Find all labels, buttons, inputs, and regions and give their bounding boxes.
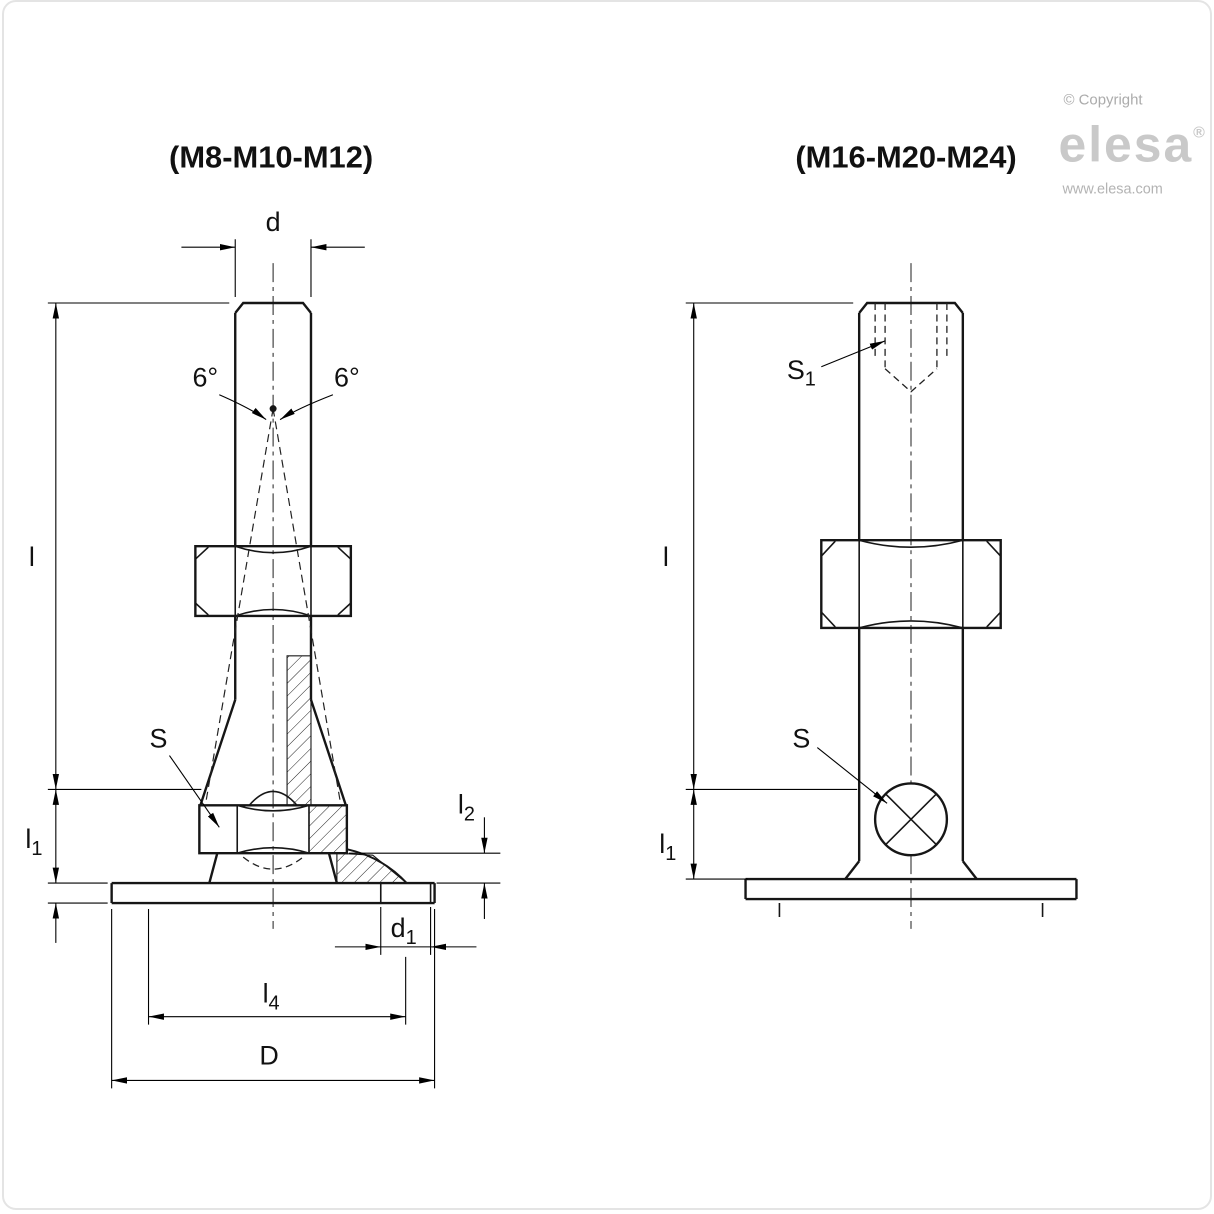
right-part-details (778, 539, 1044, 917)
left-dimensions (47, 239, 501, 1089)
elesa-logo: © Copyright elesa® www.elesa.com (1059, 92, 1207, 198)
title-right-variant: (M16-M20-M24) (795, 139, 1016, 174)
dim-label-d: d (266, 207, 281, 237)
angle-label-right: 6° (334, 363, 360, 393)
dim-label-l2: l2 (458, 789, 475, 825)
right-dimensions (685, 302, 888, 880)
dim-label-l-right: l (663, 542, 669, 572)
dim-label-s-right: S (792, 724, 810, 754)
dim-label-s: S (150, 724, 168, 754)
left-view: d 6° 6° l S l1 l2 d1 l4 D (25, 207, 501, 1089)
dim-label-l1: l1 (25, 824, 42, 860)
dim-label-d1: d1 (391, 913, 417, 949)
logo-url-text: www.elesa.com (1062, 181, 1163, 197)
left-hidden-socket-line (242, 856, 304, 870)
dim-label-s1: S1 (787, 355, 816, 391)
dim-label-D: D (259, 1040, 278, 1070)
logo-brand-text: elesa® (1059, 116, 1207, 172)
right-hidden-socket (874, 303, 948, 393)
right-dimension-labels: S1 l S l1 (659, 355, 816, 865)
left-section-hatching (286, 655, 409, 884)
title-left-variant: (M8-M10-M12) (169, 139, 373, 174)
angle-label-left: 6° (192, 363, 218, 393)
left-dimension-labels: d 6° 6° l S l1 l2 d1 l4 D (25, 207, 475, 1070)
left-part-details (194, 545, 432, 904)
dim-label-l: l (29, 542, 35, 572)
left-angle-construction (204, 394, 342, 806)
right-view: S1 l S l1 (659, 263, 1078, 929)
dim-label-l4: l4 (263, 979, 280, 1015)
dim-label-l1-right: l1 (659, 829, 676, 865)
technical-drawing: (M8-M10-M12) (M16-M20-M24) © Copyright e… (25, 92, 1207, 1089)
logo-copyright-text: © Copyright (1063, 92, 1143, 109)
